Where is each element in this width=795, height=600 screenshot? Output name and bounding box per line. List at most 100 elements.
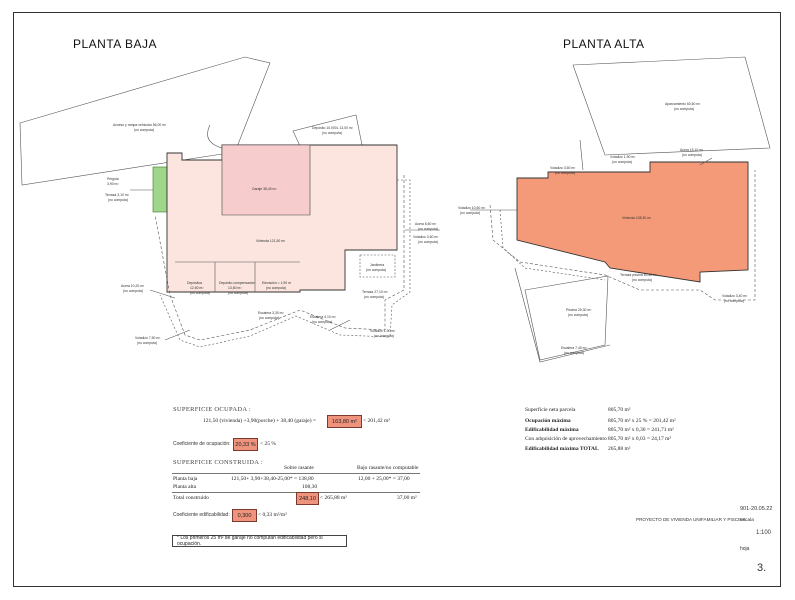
planta-alta-title: PLANTA ALTA: [563, 37, 645, 51]
label-voladizo-right-alta-nc: (no computa): [724, 299, 744, 303]
total-construido-value: 248,10: [296, 492, 319, 505]
total-construido-bajo: 37,00 m²: [397, 495, 417, 501]
parcela-label-2: Edificabilidad máxima: [525, 427, 579, 433]
label-acceso-nc: (no computa): [134, 128, 154, 132]
label-escalera-alta-nc: (no computa): [564, 351, 584, 355]
label-pergola: Pérgola: [107, 177, 119, 181]
superficie-ocupada-header: SUPERFICIE OCUPADA :: [173, 406, 252, 413]
row-planta-baja-bajo: 12,00 + 25,00* = 37,00: [358, 476, 410, 482]
label-deposito-comp-nc: (no computa): [228, 291, 248, 295]
coef-ocupacion-label: Coeficiente de ocupación:: [173, 441, 231, 447]
label-terraza-right-nc: (no computa): [364, 295, 384, 299]
parcela-value-4: 265,88 m²: [608, 446, 631, 452]
label-elevacion-nc: (no computa): [266, 286, 286, 290]
label-terraza-right: Terraza 27,10 m²: [362, 290, 388, 294]
piscina-outline: [514, 267, 611, 363]
cartouche-hoja-label: hoja: [740, 546, 750, 552]
label-vivienda-baja: Vivienda 121,50 m²: [256, 239, 286, 243]
row-planta-baja-sobre: 121,50+ 3,90+38,40-25,00* = 138,80: [231, 476, 314, 482]
total-construido-limit: < 265,88 m²: [320, 495, 347, 501]
label-voladizo-right: Voladizo 3,60 m²: [413, 235, 439, 239]
parcela-value-0: 805,70 m²: [608, 407, 631, 413]
label-terraza-piscina: Terraza piscina 60,80 m²: [620, 273, 658, 277]
label-deposito-top-nc: (no computa): [322, 131, 342, 135]
planta-baja-title: PLANTA BAJA: [73, 37, 157, 51]
label-escalera-right: Escalera 4,10 m²: [310, 315, 336, 319]
label-voladizo-bottom: Voladizo 1,90 m²: [370, 329, 396, 333]
jardinera-box: [359, 254, 396, 278]
label-pergola-val: 3,90 m²: [107, 182, 119, 186]
cartouche-escala: 1:100: [756, 530, 772, 536]
superficie-construida-header: SUPERFICIE CONSTRUIDA :: [173, 459, 263, 466]
label-terraza-piscina-nc: (no computa): [632, 278, 652, 282]
vivienda-alta-area: [516, 161, 749, 283]
label-deposito-comp-val: 13,60 m²: [228, 286, 242, 290]
label-vivienda-alta: Vivienda 108,30 m²: [622, 216, 652, 220]
label-terraza-left: Terraza 3,10 m²: [105, 193, 130, 197]
label-depositos-val: 12,60 m²: [190, 286, 204, 290]
label-voladizo-right-nc: (no computa): [418, 240, 438, 244]
aparcamiento: [572, 56, 771, 156]
label-elevacion: Elevación = 1,90 m: [262, 281, 291, 285]
label-deposito-top: Depósito 10.000L 13,00 m²: [312, 126, 354, 130]
garaje-area: [221, 144, 311, 216]
parcela-label-0: Superficie neta parcela: [525, 407, 576, 413]
planta-baja-dashed-2: [159, 179, 411, 348]
total-construido-label: Total construido: [173, 495, 209, 501]
label-escalera-mid-nc: (no computa): [259, 316, 279, 320]
pergola-area: [152, 166, 168, 213]
label-voladizo-top-nc: (no computa): [612, 160, 632, 164]
partitions: [175, 261, 300, 292]
planta-alta-plan: [470, 56, 771, 363]
label-aparcamiento: Aparcamiento 60,60 m²: [665, 102, 701, 106]
alta-leaders: [470, 139, 713, 211]
parcela-value-1: 805,70 m² x 25 % = 201,42 m²: [608, 418, 676, 424]
label-voladizo-bottom-nc: (no computa): [374, 334, 394, 338]
superficie-ocupada-formula: 121,50 (vivienda) +3,90(porche) + 38,40 …: [203, 418, 317, 424]
label-acera-alta-nc: (no computa): [682, 153, 702, 157]
planta-alta-labels: Aparcamiento 60,60 m² (no computa) Acera…: [458, 102, 748, 355]
label-voladizo-left-alta: Voladizo 3,60 m²: [550, 166, 576, 170]
label-aparcamiento-nc: (no computa): [674, 107, 694, 111]
label-escalera-alta: Escalera 7,40 m²: [561, 346, 587, 350]
cartouche-escala-label: escala: [740, 518, 754, 523]
parcela-value-3: 805,70 m² x 0,03 = 24,17 m²: [608, 436, 672, 442]
planta-baja-labels: Acceso y rampa vehicular 56,00 m² (no co…: [105, 123, 439, 345]
coef-edificabilidad-value: 0,300: [232, 509, 257, 522]
parcela-label-3: Con adquisición de aprovechamiento: [525, 436, 607, 442]
planta-alta-dashed: [489, 170, 756, 301]
label-piscina: Piscina 25,30 m²: [566, 308, 592, 312]
row-planta-baja-label: Planta baja: [173, 476, 198, 482]
label-piscina-nc: (no computa): [568, 313, 588, 317]
label-acceso: Acceso y rampa vehicular 56,00 m²: [113, 123, 167, 127]
leaders: [130, 189, 440, 341]
coef-ocupacion-value: 20,33 %: [233, 438, 258, 451]
row-planta-alta-sobre: 108,30: [302, 484, 318, 490]
parcela-label-1: Ocupación máxima: [525, 418, 571, 424]
superficie-ocupada-result: 163,80 m²: [327, 415, 362, 428]
label-acera-left: Acera 10,20 m²: [121, 284, 145, 288]
label-voladizo-left-nc: (no computa): [137, 341, 157, 345]
label-garaje: Garaje 38,40 m²: [252, 187, 277, 191]
parcela-label-4: Edificabilidad máxima TOTAL: [525, 446, 599, 452]
label-voladizo-left: Voladizo 7,50 m²: [135, 336, 161, 340]
coef-edificabilidad-limit: < 0,33 m²/m²: [258, 512, 287, 518]
label-acera-left-nc: (no computa): [123, 289, 143, 293]
label-voladizo-far-nc: (no computa): [460, 211, 480, 215]
label-escalera-mid: Escalera 3,30 m²: [258, 311, 284, 315]
label-jardinera: Jardinera: [370, 263, 384, 267]
planta-alta-dashed-2: [499, 209, 606, 281]
label-voladizo-far: Voladizo 10,60 m²: [458, 206, 486, 210]
cartouche-hoja: 3.: [757, 562, 767, 574]
coef-ocupacion-limit: < 25 %: [260, 441, 276, 447]
table-rule-top: [172, 473, 420, 474]
parcela-value-2: 805,70 m² x 0,30 = 241,71 m²: [608, 427, 674, 433]
coef-edificabilidad-label: Coeficiente edificabilidad:: [173, 512, 230, 518]
label-depositos-nc: (no computa): [190, 291, 210, 295]
label-jardinera-nc: (no computa): [366, 268, 386, 272]
cartouche-project: PROYECTO DE VIVIENDA UNIFAMILIAR Y PISCI…: [636, 517, 746, 522]
label-deposito-comp: Depósito compensación: [219, 281, 255, 285]
cartouche-code: 901-20.05.22: [740, 506, 773, 512]
superficie-ocupada-limit: < 201,42 m²: [363, 418, 390, 424]
planta-baja-plan: [19, 56, 440, 348]
